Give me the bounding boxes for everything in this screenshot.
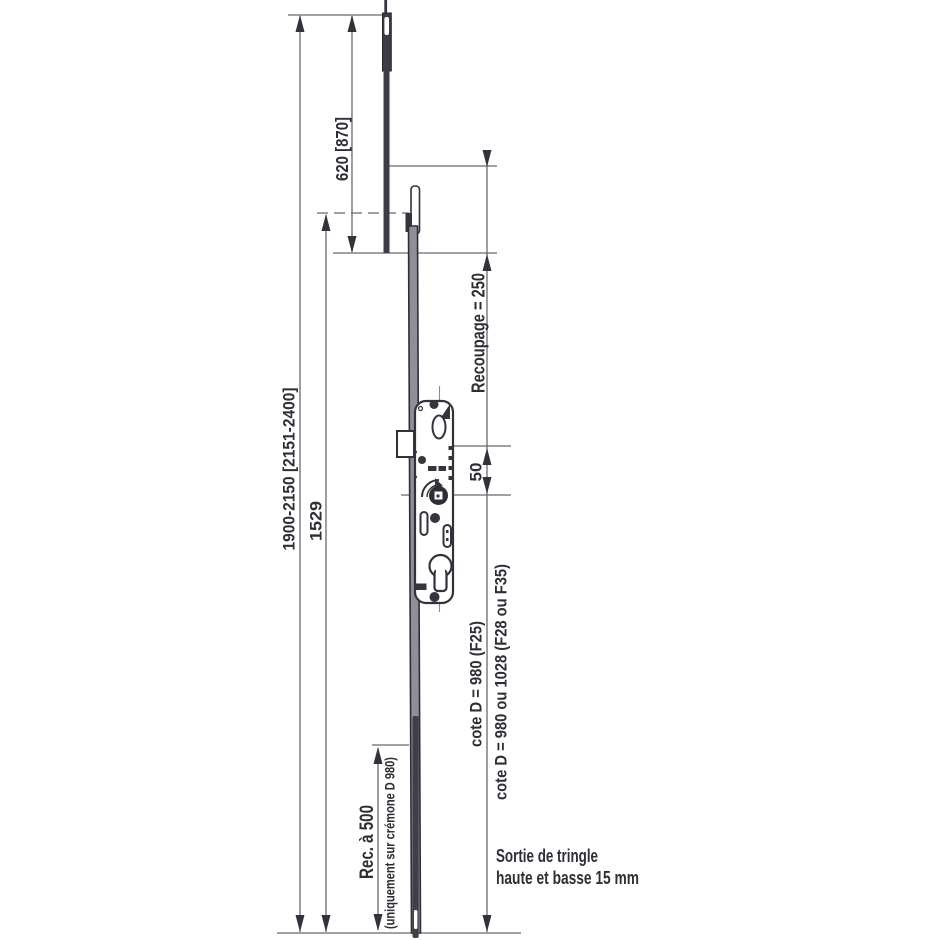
lower-rod [412, 716, 419, 938]
slot-mark [446, 538, 449, 541]
case-dot [414, 475, 417, 479]
arrow-rec500-top [373, 747, 383, 764]
case-tooth [448, 466, 453, 470]
lock-case [396, 399, 455, 605]
arrow-recoupage-top [482, 150, 492, 167]
case-pill-slot-left [419, 511, 429, 536]
arrow-620-bottom [347, 236, 357, 253]
label-recoupage: Recoupage = 250 [468, 273, 489, 393]
upper-rod [382, 0, 392, 253]
case-oval-slot-top [431, 414, 447, 440]
case-pill-slot-right [442, 524, 452, 548]
latch-bolt [396, 430, 415, 458]
arrow-50-bottom [482, 477, 492, 494]
label-sortie-line1: Sortie de tringle [496, 846, 598, 866]
case-screw-bottom [429, 592, 440, 602]
label-cote-d-f25: cote D = 980 (F25) [467, 621, 486, 747]
euro-cylinder-hole [428, 553, 453, 593]
case-flag-detail [440, 404, 450, 419]
label-rec-500: Rec. à 500 [356, 805, 378, 879]
dimension-lines [299, 16, 488, 932]
lower-rod-slot [414, 910, 418, 929]
arrow-50-top [482, 448, 492, 465]
gear-pawl [435, 478, 443, 488]
adjuster-mark-left [428, 466, 437, 471]
spindle-mark [436, 494, 440, 498]
case-bracket [414, 583, 427, 590]
dimension-arrows [295, 15, 492, 932]
arrow-overall-top [295, 15, 305, 32]
faceplate-top-latch [405, 213, 412, 232]
case-screw-top [429, 400, 439, 409]
arrow-1529-top [321, 214, 331, 231]
label-1529: 1529 [307, 501, 326, 541]
arrow-cote-d-bottom [482, 915, 492, 932]
label-cote-d-f28-f35: cote D = 980 ou 1028 (F28 ou F35) [492, 564, 511, 800]
adjuster-mark-right [438, 466, 446, 471]
upper-rod-body [383, 70, 390, 253]
label-sortie-line2: haute et basse 15 mm [496, 868, 639, 888]
label-50: 50 [467, 463, 486, 482]
case-tooth [448, 446, 453, 450]
case-dot [414, 450, 417, 454]
arrow-620-top [347, 15, 357, 32]
arrow-overall-bottom [295, 915, 305, 932]
dimension-labels: 620 [870] 1900-2150 [2151-2400] 1529 Rec… [280, 117, 640, 929]
case-screw-mid [430, 513, 440, 523]
slot-mark [446, 530, 449, 533]
spindle-follower [429, 486, 448, 505]
arrow-recoupage-bottom [482, 254, 492, 271]
arrow-rec500-bottom [373, 914, 383, 931]
label-overall: 1900-2150 [2151-2400] [280, 388, 299, 551]
arrow-1529-bottom [321, 915, 331, 932]
upper-rod-slot [384, 17, 389, 35]
cylinder-join-mask [436, 563, 445, 574]
label-620: 620 [870] [332, 117, 352, 181]
label-rec-500-note: (uniquement sur crémone D 980) [383, 757, 398, 929]
case-tooth [448, 456, 453, 460]
case-hole-dot [417, 405, 424, 412]
case-rivet [418, 456, 426, 464]
case-tooth [448, 476, 453, 480]
upper-rod-tip [384, 0, 388, 16]
